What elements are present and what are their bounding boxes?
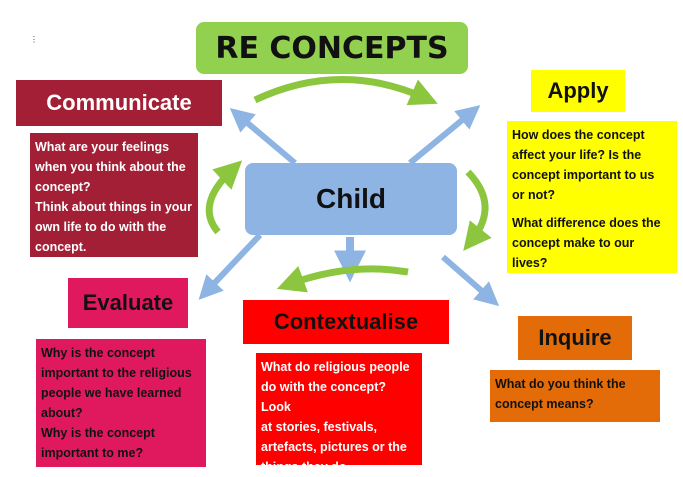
apply-line: concept important to us xyxy=(512,168,655,182)
inquire-line: What do you think the xyxy=(495,377,626,391)
apply-description: How does the concept affect your life? I… xyxy=(507,121,677,273)
contextualise-line: artefacts, pictures or the xyxy=(261,440,407,454)
contextualise-line: What do religious people xyxy=(261,360,410,374)
evaluate-line: important to me? xyxy=(41,446,144,460)
apply-line: lives? xyxy=(512,256,548,270)
center-child-box: Child xyxy=(245,163,457,235)
page-title: RE CONCEPTS xyxy=(196,22,468,74)
evaluate-line: Why is the concept xyxy=(41,346,155,360)
communicate-line: Think about things in your xyxy=(35,200,192,214)
arrow-to-apply xyxy=(408,105,481,166)
communicate-label: Communicate xyxy=(16,80,222,126)
cycle-arrow-top xyxy=(253,76,438,106)
contextualise-line: things they do. xyxy=(261,460,350,474)
inquire-line: concept means? xyxy=(495,397,594,411)
apply-line: How does the concept xyxy=(512,128,645,142)
evaluate-label: Evaluate xyxy=(68,278,188,328)
apply-line: affect your life? Is the xyxy=(512,148,642,162)
arrow-to-evaluate xyxy=(198,232,263,300)
apply-line: What difference does the xyxy=(512,216,661,230)
cycle-arrow-left xyxy=(205,160,243,235)
contextualise-line: do with the concept? Look xyxy=(261,380,386,414)
evaluate-line: Why is the concept xyxy=(41,426,155,440)
communicate-line: when you think about the xyxy=(35,160,186,174)
apply-label: Apply xyxy=(531,70,625,112)
apply-line: concept make to our xyxy=(512,236,635,250)
apply-line: or not? xyxy=(512,188,556,202)
evaluate-line: important to the religious xyxy=(41,366,192,380)
evaluate-line: about? xyxy=(41,406,83,420)
cycle-arrow-bottom xyxy=(276,265,409,293)
inquire-label: Inquire xyxy=(518,316,632,360)
communicate-line: concept. xyxy=(35,240,87,254)
communicate-description: What are your feelings when you think ab… xyxy=(30,133,198,257)
stray-mark: ⋮ xyxy=(30,35,38,44)
cycle-arrow-right xyxy=(463,169,492,251)
evaluate-description: Why is the concept important to the reli… xyxy=(36,339,206,467)
contextualise-line: at stories, festivals, xyxy=(261,420,378,434)
communicate-line: own life to do with the xyxy=(35,220,167,234)
contextualise-label: Contextualise xyxy=(243,300,449,344)
inquire-description: What do you think the concept means? xyxy=(490,370,660,422)
evaluate-line: people we have learned xyxy=(41,386,182,400)
communicate-line: concept? xyxy=(35,180,91,194)
arrow-to-inquire xyxy=(441,254,500,307)
arrow-to-communicate xyxy=(229,108,297,166)
communicate-line: What are your feelings xyxy=(35,140,170,154)
contextualise-description: What do religious people do with the con… xyxy=(256,353,422,474)
